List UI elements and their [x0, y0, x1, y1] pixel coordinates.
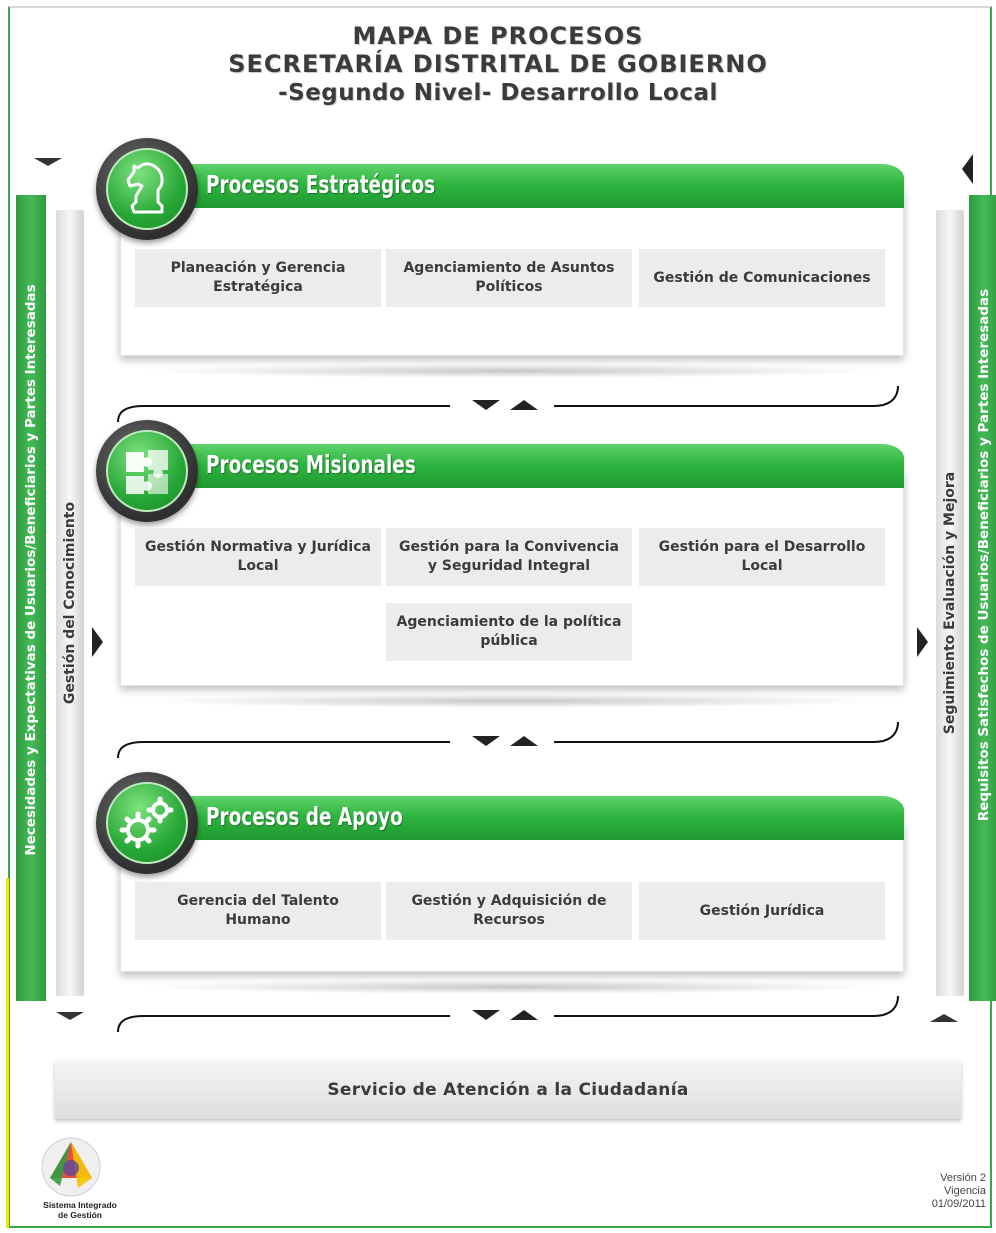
left-top-arrow-icon	[34, 158, 62, 166]
logo-caption-line2: de Gestión	[58, 1210, 102, 1220]
strategic-panel-shadow	[140, 364, 884, 378]
chess-knight-icon	[126, 162, 164, 214]
knowledge-label: Gestión del Conocimiento	[62, 501, 78, 705]
yellow-edge-line	[6, 878, 9, 1228]
process-box[interactable]: Gestión para la Convivencia y Seguridad …	[386, 528, 632, 586]
citizen-service-bar[interactable]: Servicio de Atención a la Ciudadanía	[55, 1061, 961, 1119]
version-number: Versión 2	[940, 1172, 986, 1184]
strategic-title: Procesos Estratégicos	[206, 170, 436, 199]
map-title: MAPA DE PROCESOS	[352, 22, 644, 50]
up-arrow-icon	[510, 736, 538, 746]
mission-title: Procesos Misionales	[206, 450, 416, 479]
left-needs-label: Necesidades y Expectativas de Usuarios/B…	[23, 284, 39, 856]
left-middle-arrow-icon	[92, 627, 103, 657]
strategic-badge	[96, 138, 198, 240]
right-middle-arrow-icon	[917, 627, 928, 657]
flow-connector	[117, 721, 899, 759]
knowledge-bar	[56, 210, 84, 996]
right-requirements-label: Requisitos Satisfechos de Usuarios/Benef…	[976, 288, 992, 822]
flow-connector	[117, 995, 899, 1033]
flow-connector	[117, 385, 899, 423]
support-panel-shadow	[140, 980, 884, 994]
process-box[interactable]: Gestión Jurídica	[639, 882, 885, 940]
process-box[interactable]: Planeación y Gerencia Estratégica	[135, 249, 381, 307]
version-info: Versión 2 Vigencia 01/09/2011	[876, 1172, 986, 1211]
process-box[interactable]: Gestión Normativa y Jurídica Local	[135, 528, 381, 586]
sig-logo-icon	[41, 1137, 101, 1197]
mission-badge	[96, 420, 198, 522]
right-requirements-bar	[969, 195, 996, 1001]
right-bottom-arrow-icon	[930, 1014, 958, 1022]
improvement-label: Seguimiento Evaluación y Mejora	[942, 471, 958, 735]
support-badge	[96, 772, 198, 874]
process-box[interactable]: Gestión para el Desarrollo Local	[639, 528, 885, 586]
left-bottom-arrow-icon	[56, 1012, 84, 1020]
mission-panel-shadow	[140, 694, 884, 708]
left-needs-bar	[16, 195, 46, 1001]
support-title: Procesos de Apoyo	[206, 802, 403, 831]
validity-date: 01/09/2011	[931, 1198, 986, 1210]
improvement-bar	[936, 210, 964, 996]
process-box[interactable]: Gestión y Adquisición de Recursos	[386, 882, 632, 940]
down-arrow-icon	[472, 400, 500, 410]
logo-caption: Sistema Integrado de Gestión	[30, 1200, 130, 1220]
puzzle-icon	[126, 450, 168, 494]
up-arrow-icon	[510, 1010, 538, 1020]
mission-header: Procesos Misionales	[150, 444, 904, 488]
strategic-header: Procesos Estratégicos	[150, 164, 904, 208]
validity-label: Vigencia	[944, 1185, 986, 1197]
up-arrow-icon	[510, 400, 538, 410]
organization-title: SECRETARÍA DISTRITAL DE GOBIERNO	[228, 50, 768, 78]
logo-caption-line1: Sistema Integrado	[43, 1200, 117, 1210]
support-header: Procesos de Apoyo	[150, 796, 904, 840]
process-box[interactable]: Gerencia del Talento Humano	[135, 882, 381, 940]
gears-icon	[119, 796, 174, 849]
down-arrow-icon	[472, 736, 500, 746]
level-subtitle: -Segundo Nivel- Desarrollo Local	[278, 80, 718, 106]
process-box[interactable]: Gestión de Comunicaciones	[639, 249, 885, 307]
process-box[interactable]: Agenciamiento de Asuntos Políticos	[386, 249, 632, 307]
down-arrow-icon	[472, 1010, 500, 1020]
process-box[interactable]: Agenciamiento de la política pública	[386, 603, 632, 661]
right-top-arrow-icon	[962, 154, 973, 184]
